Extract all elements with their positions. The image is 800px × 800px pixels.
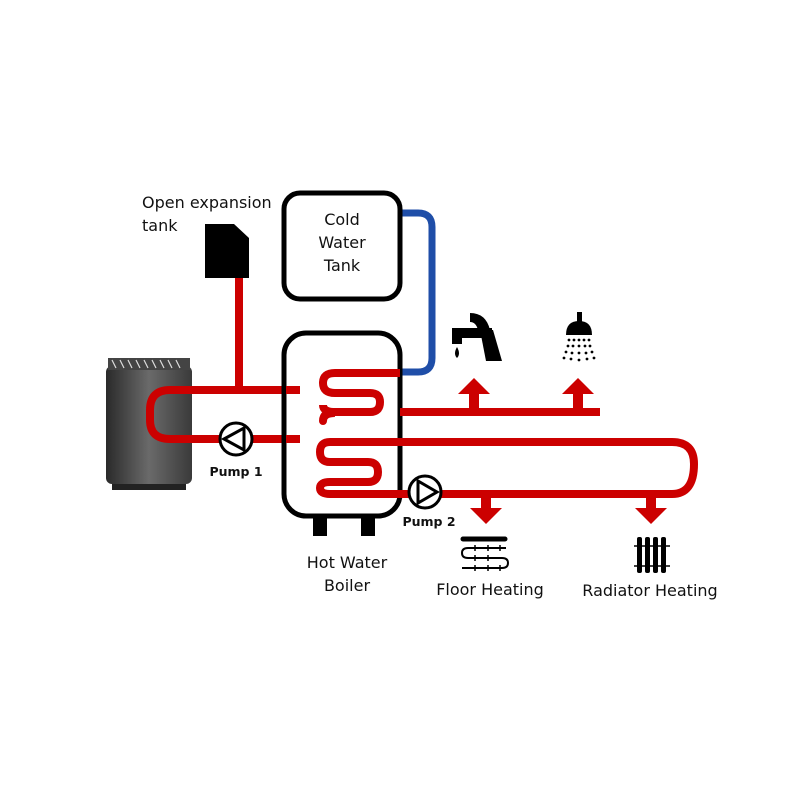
radiator-heating-label: Radiator Heating [582,581,717,600]
cold-tank-label-1: Cold [324,210,360,229]
cold-water-pipe [398,209,436,376]
boiler-label-2: Boiler [324,576,371,595]
pump-1 [218,421,254,457]
pump-1-label: Pump 1 [209,464,262,479]
pump-icon [220,425,246,453]
expansion-tank-label-2: tank [142,216,178,235]
expansion-tank-icon [205,224,249,278]
hot-water-boiler [281,330,403,519]
primary-loop-pipe [146,386,286,443]
faucet-icon [452,313,502,361]
floor-heating-icon [460,536,510,571]
radiator-icon [634,537,670,573]
boiler-label-1: Hot Water [307,553,388,572]
upper-coil [319,369,400,425]
pump-2 [407,474,443,510]
expansion-tank-label-1: Open expansion [142,193,272,212]
cold-tank-label-3: Tank [323,256,361,275]
shower-head-icon [562,312,596,362]
pump-2-label: Pump 2 [402,514,455,529]
pump-icon [416,478,440,506]
upper-coil-out [319,404,336,416]
arrow-to-shower [562,378,594,412]
arrow-to-floor-heating [470,494,502,524]
arrow-to-tap [458,378,490,412]
floor-heating-label: Floor Heating [436,580,544,599]
arrow-to-radiator-heating [635,494,667,524]
cold-water-tank [281,190,403,302]
lower-coil [316,438,400,498]
heating-loop-pipe [400,438,698,498]
cold-tank-label-2: Water [318,233,366,252]
